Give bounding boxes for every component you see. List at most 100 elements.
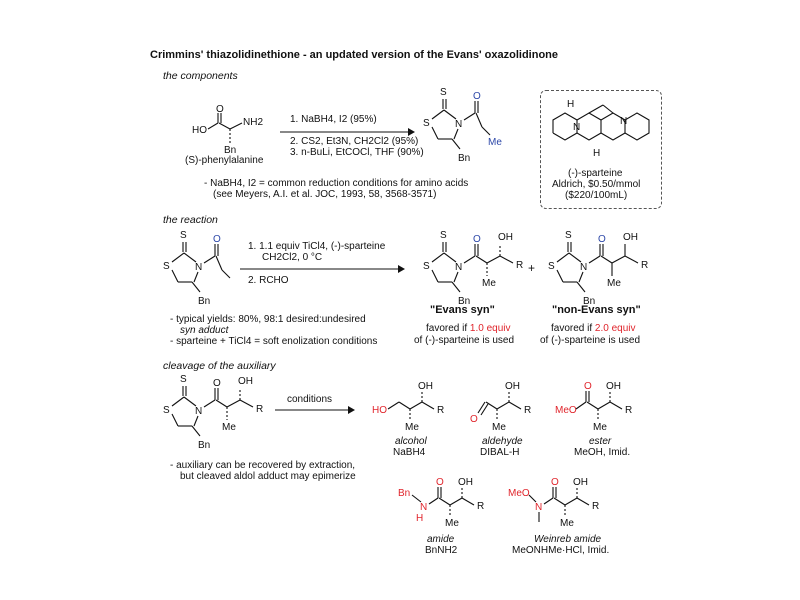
product-reagent-ester: MeOH, Imid. <box>574 447 631 458</box>
atom-label: N <box>535 502 542 513</box>
reaction-condition-1b: CH2Cl2, 0 °C <box>262 252 323 263</box>
evans-syn-label: "Evans syn" <box>430 304 495 316</box>
aldol-adduct: S S N Bn O Me OH R <box>163 374 263 451</box>
atom-label: S <box>163 405 170 416</box>
atom-label: R <box>516 260 523 271</box>
product-name-amide: amide <box>427 534 455 545</box>
atom-label: S <box>548 261 555 272</box>
atom-label: S <box>423 118 430 129</box>
step-2: 2. CS2, Et3N, CH2Cl2 (95%) <box>290 136 419 147</box>
section-heading-reaction: the reaction <box>163 214 218 226</box>
product-name-aldehyde: aldehyde <box>482 436 523 447</box>
phenylalanine-label: (S)-phenylalanine <box>185 155 264 166</box>
atom-label: R <box>256 404 263 415</box>
atom-label: N <box>580 262 587 273</box>
equiv-highlight: 1.0 equiv <box>469 323 511 334</box>
atom-label: MeO <box>555 405 577 416</box>
evans-favored-note: favored if 1.0 equiv <box>426 323 511 335</box>
sparteine-name: (-)-sparteine <box>568 168 623 179</box>
section-heading-cleavage: cleavage of the auxiliary <box>163 360 276 372</box>
atom-label: R <box>524 405 531 416</box>
reaction-condition-2: 2. RCHO <box>248 275 289 286</box>
non-evans-favored-note: favored if 2.0 equiv <box>551 323 636 335</box>
components-note-1: - NaBH4, I2 = common reduction condition… <box>204 178 469 189</box>
atom-label: R <box>437 405 444 416</box>
favored-prefix: favored if <box>551 323 595 334</box>
atom-label: O <box>473 234 481 245</box>
atom-label: OH <box>458 477 473 488</box>
aldehyde-product: O Me OH R <box>470 381 531 433</box>
atom-label: OH <box>505 381 520 392</box>
evans-favored-note-2: of (-)-sparteine is used <box>414 335 515 346</box>
atom-label: N <box>620 116 627 127</box>
sparteine-price: Aldrich, $0.50/mmol <box>552 179 641 190</box>
equiv-highlight: 2.0 equiv <box>594 323 636 334</box>
atom-label: HO <box>192 125 207 136</box>
atom-label: N <box>455 262 462 273</box>
atom-label: O <box>584 381 592 392</box>
atom-label: Bn <box>583 296 595 307</box>
atom-label: Bn <box>198 440 210 451</box>
non-evans-syn-label: "non-Evans syn" <box>552 304 641 316</box>
atom-label: N <box>195 406 202 417</box>
product-reagent-amide: BnNH2 <box>425 545 458 556</box>
atom-label: NH2 <box>243 117 263 128</box>
favored-prefix: favored if <box>426 323 470 334</box>
atom-label: R <box>592 501 599 512</box>
reaction-note-2: - sparteine + TiCl4 = soft enolization c… <box>170 336 378 347</box>
reaction-arrow-aldol <box>240 265 405 273</box>
ester-product: MeO O Me OH R <box>555 381 632 433</box>
atom-label: HO <box>372 405 387 416</box>
reaction-note-1b: syn adduct <box>180 325 229 336</box>
atom-label: H <box>567 99 574 110</box>
atom-label: H <box>416 513 423 524</box>
atom-label: Me <box>593 422 607 433</box>
atom-label: R <box>477 501 484 512</box>
atom-label: S <box>565 230 572 241</box>
cleavage-note-1: - auxiliary can be recovered by extracti… <box>170 460 356 471</box>
non-evans-favored-note-2: of (-)-sparteine is used <box>540 335 641 346</box>
section-heading-components: the components <box>163 70 238 82</box>
product-name-weinreb-amide: Weinreb amide <box>534 534 602 545</box>
atom-label: Bn <box>398 488 410 499</box>
product-reagent-aldehyde: DIBAL-H <box>480 447 520 458</box>
atom-label: H <box>593 148 600 159</box>
atom-label: Bn <box>198 296 210 307</box>
atom-label: N <box>573 122 580 133</box>
atom-label: S <box>180 230 187 241</box>
components-note-2: (see Meyers, A.I. et al. JOC, 1993, 58, … <box>213 189 437 200</box>
atom-label: Bn <box>458 153 470 164</box>
phenylalanine-structure: HO O NH2 Bn <box>192 104 263 156</box>
atom-label: S <box>163 261 170 272</box>
atom-label: Me <box>488 137 502 148</box>
sparteine-box <box>540 90 662 209</box>
atom-label: O <box>551 477 559 488</box>
atom-label: O <box>470 414 478 425</box>
atom-label: O <box>213 378 221 389</box>
reaction-note-1: - typical yields: 80%, 98:1 desired:unde… <box>170 314 366 325</box>
step-1: 1. NaBH4, I2 (95%) <box>290 114 377 125</box>
reaction-arrow-components <box>280 128 415 136</box>
atom-label: O <box>598 234 606 245</box>
atom-label: O <box>213 234 221 245</box>
product-reagent-weinreb-amide: MeONHMe·HCl, Imid. <box>512 545 610 556</box>
atom-label: O <box>436 477 444 488</box>
reaction-condition-1: 1. 1.1 equiv TiCl4, (-)-sparteine <box>248 241 386 252</box>
atom-label: S <box>180 374 187 385</box>
atom-label: S <box>440 230 447 241</box>
cleavage-note-2: but cleaved aldol adduct may epimerize <box>180 471 356 482</box>
atom-label: N <box>420 502 427 513</box>
atom-label: O <box>216 104 224 115</box>
atom-label: Me <box>607 278 621 289</box>
cleavage-conditions: conditions <box>287 394 333 405</box>
step-3: 3. n-BuLi, EtCOCl, THF (90%) <box>290 147 424 158</box>
atom-label: S <box>423 261 430 272</box>
atom-label: OH <box>623 232 638 243</box>
atom-label: MeO <box>508 488 530 499</box>
atom-label: OH <box>238 376 253 387</box>
alcohol-product: HO Me OH R <box>372 381 444 433</box>
atom-label: OH <box>606 381 621 392</box>
reaction-arrow-cleavage <box>275 406 355 414</box>
propionyl-thiazolidinethione: S S N Bn O Me <box>423 87 502 164</box>
atom-label: N <box>455 119 462 130</box>
